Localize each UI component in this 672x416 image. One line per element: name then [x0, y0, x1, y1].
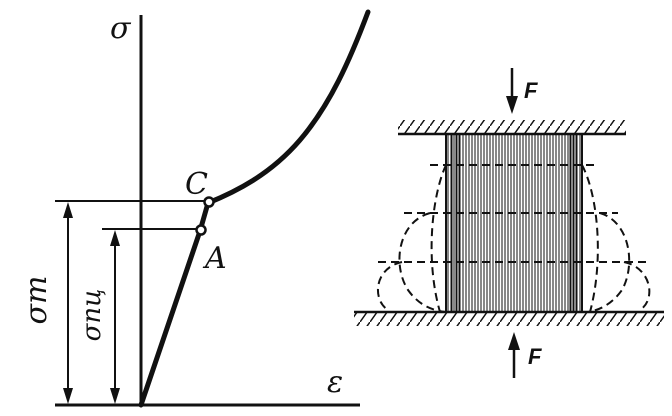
point-a-label: A — [202, 241, 227, 276]
top-force-arrow — [506, 68, 518, 114]
specimen-body — [446, 134, 582, 312]
point-a-marker — [195, 224, 207, 236]
bottom-force-arrow — [508, 332, 520, 378]
strain-axis-label: ε — [327, 365, 343, 400]
yield-stress-label: σт — [19, 276, 54, 325]
yield-stress-dimension — [63, 202, 73, 404]
stress-strain-curve — [138, 9, 371, 408]
bottom-platen — [354, 310, 664, 326]
stress-axis-label: σ — [110, 11, 132, 46]
bottom-force-label: F — [528, 344, 542, 369]
deformed-outline-stage-2 — [398, 212, 631, 313]
point-c-marker — [203, 196, 215, 208]
deformed-outline-stage-3 — [377, 261, 651, 311]
top-platen — [398, 120, 626, 136]
deformed-outline-stage-1 — [430, 164, 599, 313]
proportional-limit-dimension — [110, 230, 120, 404]
proportional-limit-label: σпц — [77, 289, 107, 342]
stress-strain-graph: σ ε σт σпц C A — [19, 9, 371, 408]
top-force-label: F — [524, 78, 538, 103]
point-c-label: C — [185, 167, 208, 202]
compression-specimen: F F — [354, 68, 664, 378]
